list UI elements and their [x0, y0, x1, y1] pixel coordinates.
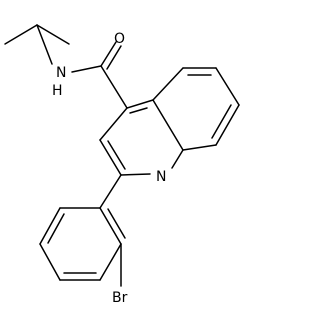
bond-ar-5	[39, 207, 61, 245]
bond-methyl-a	[4, 24, 38, 45]
bond-c2-n1	[120, 173, 151, 176]
bond-c4a-c4-inner	[129, 107, 148, 114]
molecule-diagram: O N H N Br	[4, 24, 240, 306]
bond-c7-c8-inner	[211, 104, 232, 139]
bond-carbonyl-c4	[100, 65, 128, 109]
bond-n1-c8a	[171, 149, 184, 169]
bond-c3-c2-inner	[107, 140, 126, 170]
amide-nitrogen-label: N	[56, 65, 66, 81]
bond-ar-1-inner	[107, 208, 126, 239]
bond-c4-c3	[99, 107, 128, 141]
bond-c6-c7	[215, 67, 240, 106]
bond-nh-carbonyl	[71, 65, 102, 73]
bond-ar-1	[99, 207, 122, 245]
bond-ar-4	[39, 243, 61, 281]
bond-ch-nh	[36, 24, 53, 65]
bond-c7-c8	[215, 104, 240, 146]
bond-methyl-b	[36, 24, 70, 45]
amide-hydrogen-label: H	[52, 83, 63, 99]
bond-ar-5-inner	[47, 213, 65, 244]
bond-ar-2	[99, 243, 122, 281]
ring-nitrogen-label: N	[156, 169, 166, 185]
bond-c8a-c4a	[152, 99, 184, 151]
oxygen-atom-label: O	[114, 31, 125, 47]
bond-c4a-c4	[126, 99, 154, 109]
bond-carbonyl-o-2	[106, 45, 122, 70]
bond-carbonyl-o-1	[100, 41, 117, 67]
bond-c4a-c5	[152, 67, 184, 101]
bond-c2-c1prime	[99, 174, 122, 209]
bond-c3-c2	[99, 139, 122, 176]
bond-lines	[4, 24, 240, 287]
bond-c8-c8a	[182, 144, 217, 151]
bromine-atom-label: Br	[112, 290, 128, 306]
atom-labels: O N H N Br	[52, 31, 166, 306]
